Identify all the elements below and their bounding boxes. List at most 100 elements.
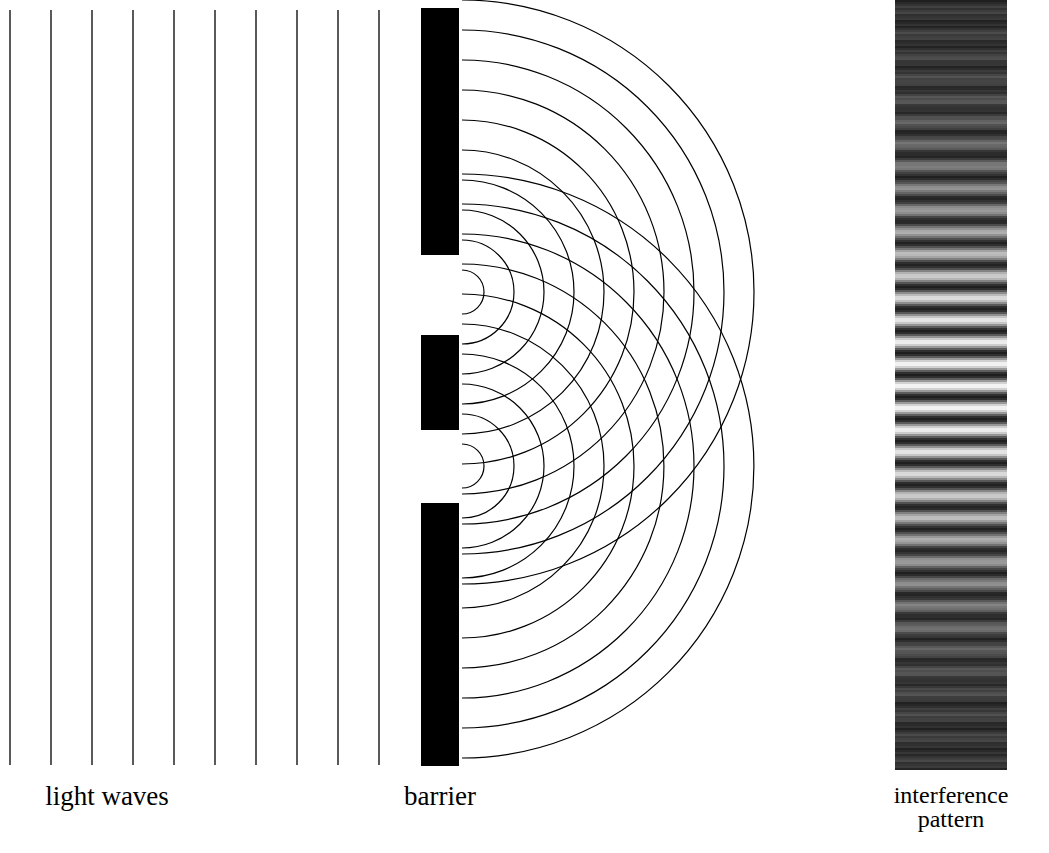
pattern-stripe <box>895 620 1007 622</box>
pattern-stripe <box>895 0 1007 2</box>
pattern-stripe <box>895 560 1007 562</box>
pattern-stripe <box>895 362 1007 364</box>
pattern-stripe <box>895 654 1007 656</box>
pattern-stripe <box>895 454 1007 456</box>
pattern-stripe <box>895 368 1007 370</box>
pattern-stripe <box>895 26 1007 28</box>
pattern-stripe <box>895 512 1007 514</box>
pattern-stripe <box>895 8 1007 10</box>
pattern-stripe <box>895 490 1007 492</box>
pattern-stripe <box>895 554 1007 556</box>
pattern-stripe <box>895 162 1007 164</box>
pattern-stripe <box>895 204 1007 206</box>
pattern-stripe <box>895 184 1007 186</box>
wavefront-line <box>255 10 256 765</box>
pattern-stripe <box>895 138 1007 140</box>
pattern-stripe <box>895 344 1007 346</box>
pattern-stripe <box>895 230 1007 232</box>
pattern-stripe <box>895 316 1007 318</box>
pattern-stripe <box>895 720 1007 722</box>
pattern-stripe <box>895 408 1007 410</box>
pattern-stripe <box>895 566 1007 568</box>
pattern-stripe <box>895 710 1007 712</box>
pattern-stripe <box>895 538 1007 540</box>
pattern-stripe <box>895 130 1007 132</box>
pattern-stripe <box>895 274 1007 276</box>
pattern-stripe <box>895 644 1007 646</box>
wavefront-line <box>9 10 10 765</box>
pattern-stripe <box>895 246 1007 248</box>
pattern-stripe <box>895 664 1007 666</box>
pattern-stripe <box>895 194 1007 196</box>
pattern-stripe <box>895 240 1007 242</box>
pattern-stripe <box>895 504 1007 506</box>
pattern-stripe <box>895 768 1007 770</box>
pattern-stripe <box>895 160 1007 162</box>
pattern-stripe <box>895 722 1007 724</box>
wavefront-line <box>296 10 297 765</box>
pattern-stripe <box>895 432 1007 434</box>
pattern-stripe <box>895 766 1007 768</box>
wave-arc <box>462 0 754 584</box>
pattern-stripe <box>895 282 1007 284</box>
pattern-stripe <box>895 610 1007 612</box>
pattern-stripe <box>895 494 1007 496</box>
pattern-stripe <box>895 400 1007 402</box>
pattern-stripe <box>895 406 1007 408</box>
pattern-stripe <box>895 448 1007 450</box>
pattern-stripe <box>895 294 1007 296</box>
pattern-stripe <box>895 2 1007 4</box>
pattern-stripe <box>895 286 1007 288</box>
pattern-stripe <box>895 656 1007 658</box>
pattern-stripe <box>895 90 1007 92</box>
pattern-stripe <box>895 516 1007 518</box>
pattern-stripe <box>895 276 1007 278</box>
pattern-stripe <box>895 700 1007 702</box>
pattern-stripe <box>895 586 1007 588</box>
pattern-stripe <box>895 728 1007 730</box>
pattern-stripe <box>895 518 1007 520</box>
pattern-stripe <box>895 202 1007 204</box>
pattern-stripe <box>895 546 1007 548</box>
pattern-stripe <box>895 460 1007 462</box>
pattern-stripe <box>895 698 1007 700</box>
wave-arc <box>462 204 724 728</box>
pattern-stripe <box>895 404 1007 406</box>
pattern-stripe <box>895 384 1007 386</box>
pattern-stripe <box>895 214 1007 216</box>
pattern-stripe <box>895 470 1007 472</box>
pattern-stripe <box>895 628 1007 630</box>
pattern-stripe <box>895 338 1007 340</box>
pattern-stripe <box>895 310 1007 312</box>
pattern-stripe <box>895 210 1007 212</box>
pattern-ground <box>895 0 1007 770</box>
pattern-stripe <box>895 168 1007 170</box>
pattern-stripe <box>895 234 1007 236</box>
pattern-stripe <box>895 78 1007 80</box>
pattern-stripe <box>895 398 1007 400</box>
pattern-stripe <box>895 228 1007 230</box>
pattern-stripe <box>895 380 1007 382</box>
pattern-stripe <box>895 192 1007 194</box>
pattern-stripe <box>895 302 1007 304</box>
pattern-stripe <box>895 188 1007 190</box>
pattern-caption: interference pattern <box>881 783 1021 831</box>
pattern-stripe <box>895 72 1007 74</box>
pattern-stripe <box>895 588 1007 590</box>
pattern-stripe <box>895 118 1007 120</box>
pattern-stripe <box>895 680 1007 682</box>
barrier-symbol <box>421 8 459 766</box>
pattern-stripe <box>895 730 1007 732</box>
pattern-stripe <box>895 148 1007 150</box>
pattern-stripe <box>895 266 1007 268</box>
pattern-stripe <box>895 172 1007 174</box>
pattern-stripe <box>895 116 1007 118</box>
part-label: light waves <box>7 783 207 810</box>
pattern-stripe <box>895 174 1007 176</box>
pattern-stripe <box>895 410 1007 412</box>
pattern-stripe <box>895 336 1007 338</box>
pattern-stripe <box>895 414 1007 416</box>
pattern-stripe <box>895 558 1007 560</box>
pattern-stripe <box>895 402 1007 404</box>
pattern-stripe <box>895 694 1007 696</box>
